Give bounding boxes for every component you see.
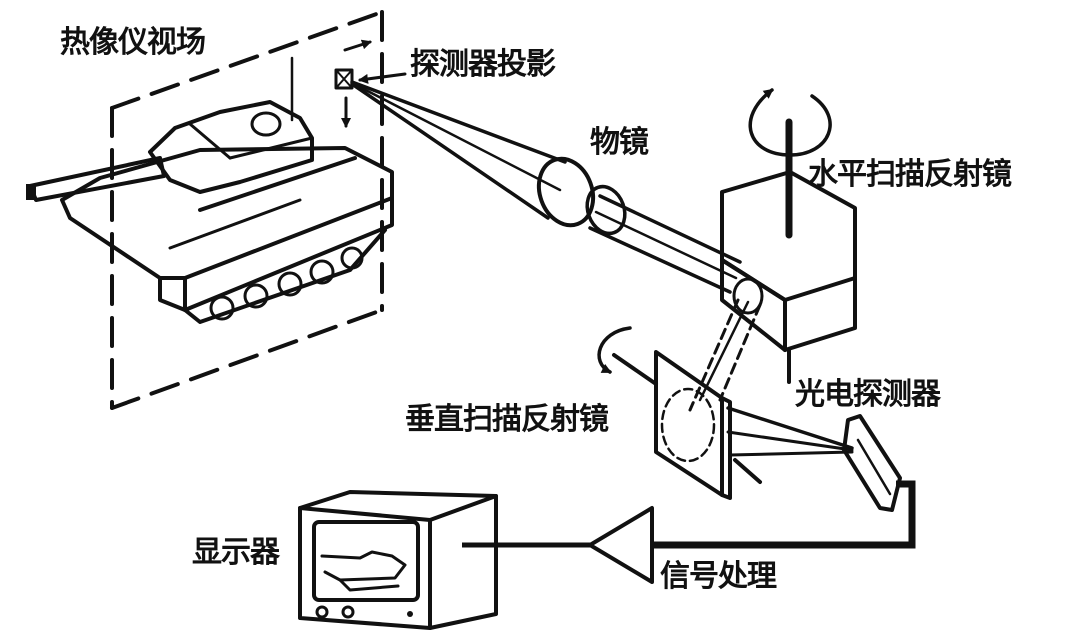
vertical-scan-mirror (597, 326, 762, 500)
photodetector (842, 414, 902, 512)
display-monitor (298, 490, 498, 630)
label-objective-lens: 物镜 (590, 125, 649, 160)
label-horizontal-scan-mirror: 水平扫描反射镜 (808, 157, 1012, 192)
label-field-of-view: 热像仪视场 (60, 25, 206, 60)
label-display: 显示器 (192, 535, 280, 570)
tank-target (26, 100, 394, 324)
label-photodetector: 光电探测器 (795, 377, 941, 412)
signal-wire (462, 480, 916, 549)
gun-muzzle (26, 184, 36, 200)
horizontal-scan-mirror (720, 88, 857, 384)
label-signal-processing: 信号处理 (660, 559, 777, 594)
optical-rays (350, 80, 742, 294)
objective-lens (536, 156, 627, 236)
display-screen (312, 520, 420, 602)
label-detector-projection: 探测器投影 (410, 47, 556, 82)
track-wheels (209, 246, 364, 321)
field-of-view-plane (110, 10, 384, 410)
detector-projection (334, 39, 407, 128)
label-vertical-scan-mirror: 垂直扫描反射镜 (405, 402, 609, 437)
signal-processing-amplifier (588, 506, 654, 584)
detector-rays (726, 406, 854, 457)
